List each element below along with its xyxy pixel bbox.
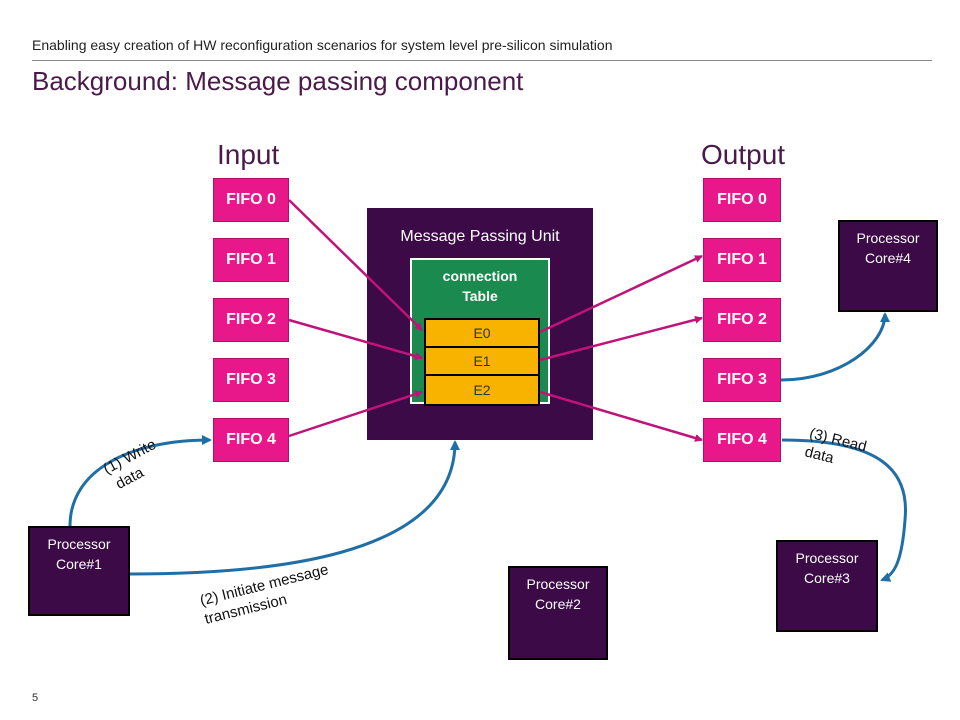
output-fifo-0: FIFO 0	[703, 178, 781, 222]
processor-core-1: Processor Core#1	[28, 526, 130, 616]
input-fifo-4: FIFO 4	[213, 418, 289, 462]
arrow-in-fifo0-to-e0	[288, 199, 423, 331]
processor-core-2-line2: Core#2	[535, 596, 581, 612]
table-entry-e0: E0	[424, 318, 540, 348]
arrow-out-fifo3-to-core4	[780, 312, 890, 382]
input-fifo-3: FIFO 3	[213, 358, 289, 402]
arrow-e0-to-out-fifo1	[539, 254, 703, 334]
input-fifo-2: FIFO 2	[213, 298, 289, 342]
processor-core-3: Processor Core#3	[776, 540, 878, 632]
output-fifo-1: FIFO 1	[703, 238, 781, 282]
arrow-e1-to-out-fifo2	[539, 315, 703, 362]
processor-core-2: Processor Core#2	[508, 566, 608, 660]
table-entry-e1: E1	[424, 346, 540, 376]
arrow-e2-to-out-fifo4	[539, 390, 703, 442]
arrow-in-fifo2-to-e1	[288, 318, 423, 360]
processor-core-3-line1: Processor	[795, 550, 859, 566]
connection-table-label-line2: Table	[462, 288, 498, 304]
header-divider	[32, 60, 932, 61]
message-passing-unit-label: Message Passing Unit	[400, 228, 560, 245]
input-fifo-0: FIFO 0	[213, 178, 289, 222]
output-fifo-4: FIFO 4	[703, 418, 781, 462]
page-number: 5	[32, 692, 39, 704]
arrow-core1-initiate	[129, 440, 460, 576]
input-fifo-1: FIFO 1	[213, 238, 289, 282]
processor-core-3-line2: Core#3	[804, 570, 850, 586]
slide-title: Background: Message passing component	[32, 66, 524, 96]
arrow-in-fifo4-to-e2	[288, 390, 423, 438]
processor-core-4-line1: Processor	[856, 230, 920, 246]
output-heading: Output	[701, 139, 786, 170]
arrow-out-fifo4-read-core3	[781, 438, 908, 582]
slide-subtitle: Enabling easy creation of HW reconfigura…	[32, 37, 613, 53]
output-fifo-2: FIFO 2	[703, 298, 781, 342]
table-entry-e2: E2	[424, 374, 540, 406]
connection-table-label-line1: connection	[442, 268, 518, 284]
processor-core-1-line1: Processor	[47, 536, 111, 552]
input-heading: Input	[217, 139, 280, 170]
arrow-core1-write-data	[68, 435, 212, 527]
output-fifo-3: FIFO 3	[703, 358, 781, 402]
processor-core-1-line2: Core#1	[56, 556, 102, 572]
processor-core-4-line2: Core#4	[865, 250, 911, 266]
processor-core-2-line1: Processor	[526, 576, 590, 592]
processor-core-4: Processor Core#4	[838, 220, 938, 312]
